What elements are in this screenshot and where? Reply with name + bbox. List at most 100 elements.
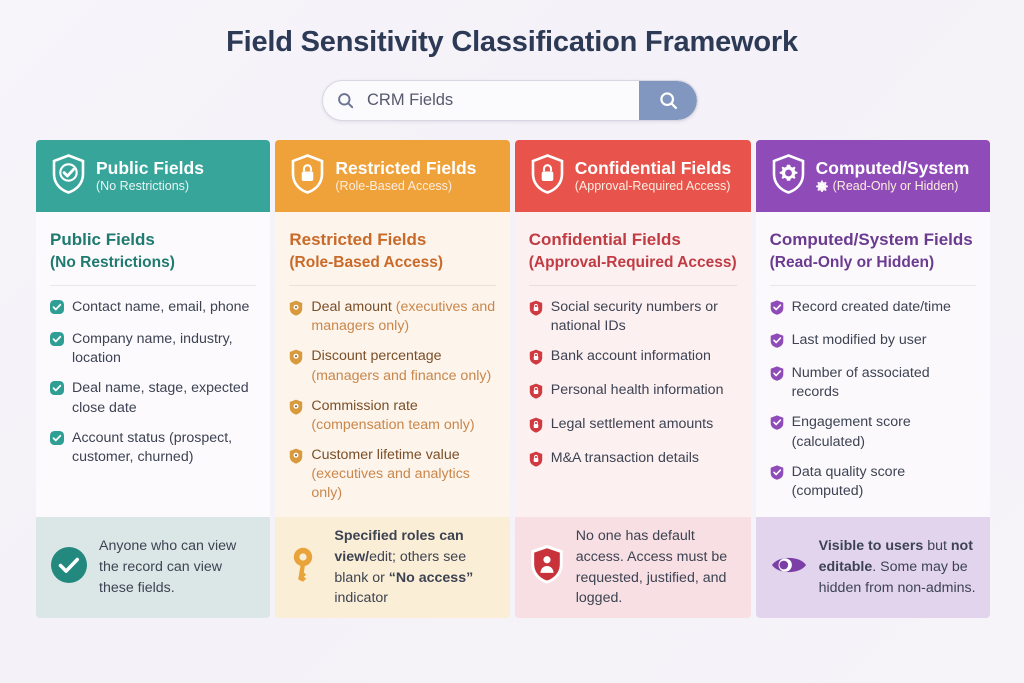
list-item-text: Legal settlement amounts xyxy=(550,416,714,433)
shield-lock-badge-icon xyxy=(529,300,543,321)
list-item-text: Engagement score (calculated) xyxy=(791,414,911,450)
check-badge-icon xyxy=(770,415,784,435)
list-item: Engagement score (calculated) xyxy=(770,413,976,451)
check-circle-icon xyxy=(50,546,88,589)
column-header-confidential: Confidential Fields (Approval-Required A… xyxy=(514,140,751,212)
list-item: Number of associated records xyxy=(770,364,976,402)
list-item: M&A transaction details xyxy=(529,449,737,472)
column-body-title: Public Fields xyxy=(50,230,155,249)
column-body-title: Confidential Fields xyxy=(528,230,681,249)
shield-lock-badge-icon xyxy=(529,383,543,404)
column-body-title: Restricted Fields xyxy=(289,230,427,249)
check-badge-icon xyxy=(770,366,784,386)
column-body-subtitle: (No Restrictions) xyxy=(50,253,175,271)
column-header-title: Restricted Fields xyxy=(335,157,477,178)
column-computed: Computed/System (Read-Only or Hidden) Co… xyxy=(755,140,990,618)
divider xyxy=(769,285,976,287)
list-item-text: Deal name, stage, expected close date xyxy=(72,380,249,416)
shield-lock-badge-icon xyxy=(289,399,303,420)
shield-lock-badge-icon xyxy=(289,300,303,321)
column-footer-text: Specified roles can view/edit; others se… xyxy=(334,527,474,607)
check-badge-icon xyxy=(50,300,64,319)
list-item-text: Bank account information xyxy=(550,348,711,365)
column-body-title: Computed/System Fields xyxy=(769,230,973,249)
list-item: Social security numbers or national IDs xyxy=(529,298,737,336)
column-header-title: Public Fields xyxy=(96,157,204,178)
list-item-text: Deal amount (executives and managers onl… xyxy=(311,299,496,335)
eye-icon xyxy=(770,550,808,585)
column-footer-text: No one has default access. Access must b… xyxy=(575,527,728,607)
column-header-subtitle: (Approval-Required Access) xyxy=(574,178,731,193)
divider xyxy=(528,285,737,287)
check-badge-icon xyxy=(770,464,784,485)
column-header-title: Confidential Fields xyxy=(574,157,732,178)
shield-check-icon xyxy=(50,153,87,200)
list-item-text: Contact name, email, phone xyxy=(72,299,250,316)
list-item: Account status (prospect, customer, chur… xyxy=(50,429,256,467)
column-body-subtitle: (Read-Only or Hidden) xyxy=(769,253,935,271)
search-input[interactable]: CRM Fields xyxy=(367,91,454,110)
column-header-subtitle: (Read-Only or Hidden) xyxy=(815,178,970,194)
list-item: Record created date/time xyxy=(770,298,976,320)
shield-lock-icon xyxy=(529,153,566,200)
list-item: Contact name, email, phone xyxy=(50,298,256,319)
list-item: Last modified by user xyxy=(770,331,976,353)
column-body-subtitle: (Approval-Required Access) xyxy=(528,253,737,271)
shield-lock-badge-icon xyxy=(289,349,303,370)
list-item: Customer lifetime value (executives and … xyxy=(289,446,495,503)
check-badge-icon xyxy=(50,381,64,400)
check-badge-icon xyxy=(50,332,64,351)
column-body-confidential: Confidential Fields (Approval-Required A… xyxy=(514,212,751,517)
column-body-computed: Computed/System Fields (Read-Only or Hid… xyxy=(755,212,990,517)
column-footer-computed: Visible to users but not editable. Some … xyxy=(755,517,990,618)
column-restricted: Restricted Fields (Role-Based Access) Re… xyxy=(275,140,510,618)
column-footer-confidential: No one has default access. Access must b… xyxy=(514,517,751,618)
search-button[interactable] xyxy=(639,81,697,120)
list-item: Legal settlement amounts xyxy=(529,415,737,438)
list-item-text: Number of associated records xyxy=(791,365,930,401)
column-body-subtitle: (Role-Based Access) xyxy=(289,253,443,271)
shield-lock-badge-icon xyxy=(529,451,543,472)
check-badge-icon xyxy=(50,430,64,450)
check-badge-icon xyxy=(770,333,784,353)
list-item-text: Last modified by user xyxy=(791,332,927,349)
column-header-public: Public Fields (No Restrictions) xyxy=(36,140,271,212)
list-item-text: Commission rate (compensation team only) xyxy=(311,397,475,433)
column-confidential: Confidential Fields (Approval-Required A… xyxy=(514,140,751,618)
list-item: Company name, industry, location xyxy=(50,330,256,368)
list-item-text: Customer lifetime value (executives and … xyxy=(311,446,470,501)
column-header-subtitle: (Role-Based Access) xyxy=(335,178,453,193)
column-footer-text: Anyone who can view the record can view … xyxy=(99,538,237,596)
list-item: Bank account information xyxy=(529,347,737,370)
field-list-public: Contact name, email, phone Company name,… xyxy=(50,298,256,466)
list-item: Data quality score (computed) xyxy=(770,463,976,501)
list-item-text: Data quality score (computed) xyxy=(791,463,906,499)
column-footer-text: Visible to users but not editable. Some … xyxy=(818,538,976,596)
divider xyxy=(50,285,257,287)
column-header-restricted: Restricted Fields (Role-Based Access) xyxy=(275,140,510,212)
list-item-text: Company name, industry, location xyxy=(72,331,233,367)
column-body-restricted: Restricted Fields (Role-Based Access) De… xyxy=(275,212,510,517)
classification-grid: Public Fields (No Restrictions) Public F… xyxy=(36,140,990,618)
list-item-text: M&A transaction details xyxy=(550,450,700,467)
column-header-computed: Computed/System (Read-Only or Hidden) xyxy=(755,140,990,212)
divider xyxy=(289,285,496,287)
shield-person-icon xyxy=(529,544,565,591)
list-item: Deal amount (executives and managers onl… xyxy=(289,298,495,336)
list-item-text: Discount percentage (managers and financ… xyxy=(311,348,492,384)
shield-lock-badge-icon xyxy=(529,417,543,438)
search-bar[interactable]: CRM Fields xyxy=(322,80,698,121)
list-item: Personal health information xyxy=(529,381,737,404)
field-list-confidential: Social security numbers or national IDs … xyxy=(529,298,737,472)
field-list-restricted: Deal amount (executives and managers onl… xyxy=(289,298,495,502)
list-item: Commission rate (compensation team only) xyxy=(289,397,495,435)
column-public: Public Fields (No Restrictions) Public F… xyxy=(36,140,271,618)
search-icon xyxy=(323,91,367,110)
gear-icon xyxy=(815,180,828,193)
column-body-public: Public Fields (No Restrictions) Contact … xyxy=(36,212,271,517)
column-footer-public: Anyone who can view the record can view … xyxy=(36,517,271,618)
shield-gear-icon xyxy=(770,153,807,200)
column-footer-restricted: Specified roles can view/edit; others se… xyxy=(275,517,510,618)
list-item-text: Social security numbers or national IDs xyxy=(550,299,718,335)
